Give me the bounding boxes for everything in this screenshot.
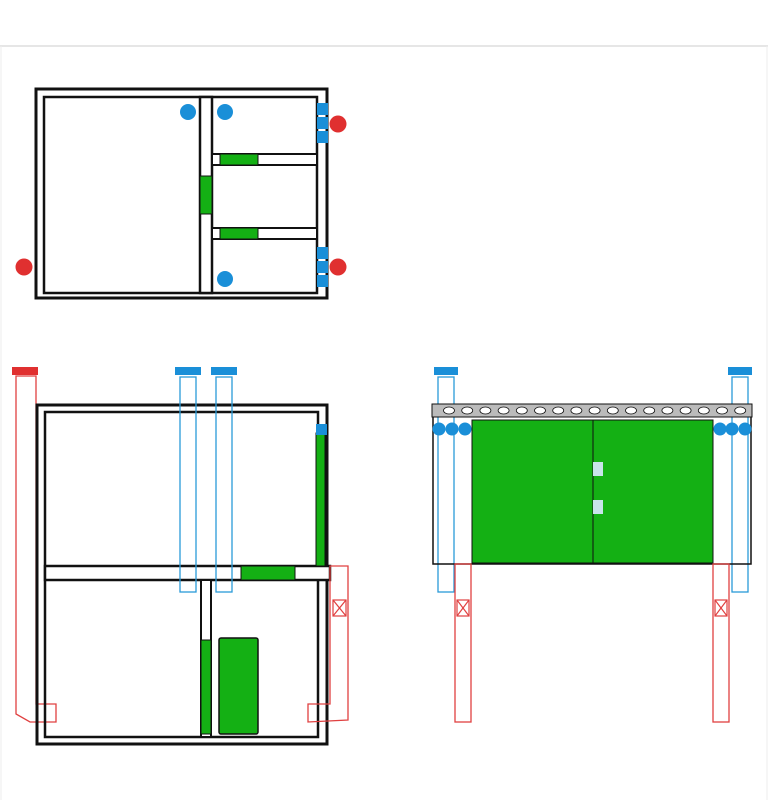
blue-port-icon [458,422,472,436]
grille-slot [625,406,637,415]
blue-port-icon [180,104,196,120]
grille-slot [443,406,455,415]
grille-slot [716,406,728,415]
grille-slot [734,406,747,415]
blue-pipe-1 [179,376,197,593]
red-cap-left [12,367,38,375]
grille-slot [606,406,619,415]
blue-cap-2 [211,367,237,375]
section-green-partition-panel [200,639,212,735]
plan-outer-wall [34,87,329,300]
blue-port-icon [738,422,752,436]
door-handle-upper [593,462,603,476]
top-plan-view [15,87,347,300]
blue-cap-front-right [728,367,752,375]
door-handle-lower [593,500,603,514]
blue-port-icon [217,271,233,287]
front-blue-ports [432,422,752,436]
plan-green-panel-1 [219,153,259,166]
red-pipe-right [307,565,349,723]
plan-inner-wall [42,95,319,295]
grille-slot [570,406,583,415]
grille-slots [443,406,747,415]
blue-pipe-front-right [731,376,749,593]
damper-icon [332,599,347,617]
blue-cap-front-left [434,367,458,375]
red-port-icon [15,258,33,276]
plan-shelf-lower [211,227,318,240]
side-section-view [12,367,349,746]
red-leg-left [454,563,472,723]
grille-slot [697,406,710,415]
section-green-slab-panel [240,565,296,581]
blue-pipe-2 [215,376,233,593]
grille-slot [661,406,674,415]
blue-cap-1 [175,367,201,375]
grille-slot [679,406,692,415]
red-port-icon [329,115,347,133]
plan-green-panel-2 [219,227,259,240]
grille-slot [534,406,546,415]
plan-green-panel-3 [199,175,213,215]
blue-port-icon [445,422,459,436]
grille-slot [643,406,656,415]
damper-icon [456,599,470,617]
grille-slot [515,406,528,415]
red-port-icon [329,258,347,276]
cabinet-green-door-left [471,419,594,564]
grille-slot [588,406,601,415]
section-blue-connector [316,424,327,435]
section-green-wall-panel [315,432,326,567]
grille-slot [552,406,565,415]
section-green-unit [218,637,259,735]
front-elevation-view [431,367,753,723]
blue-connector-stack-lower [317,247,328,287]
cabinet-green-door-right [592,419,714,564]
blue-port-icon [217,104,233,120]
blue-port-icon [432,422,446,436]
red-leg-right [712,563,730,723]
blue-port-icon [725,422,739,436]
damper-icon [714,599,728,617]
blue-pipe-front-left [437,376,455,593]
grille-slot [479,406,492,415]
grille-slot [461,406,474,415]
blue-connector-stack-upper [317,103,328,143]
blue-port-icon [713,422,727,436]
grille-slot [497,406,510,415]
plan-shelf-upper [211,153,318,166]
